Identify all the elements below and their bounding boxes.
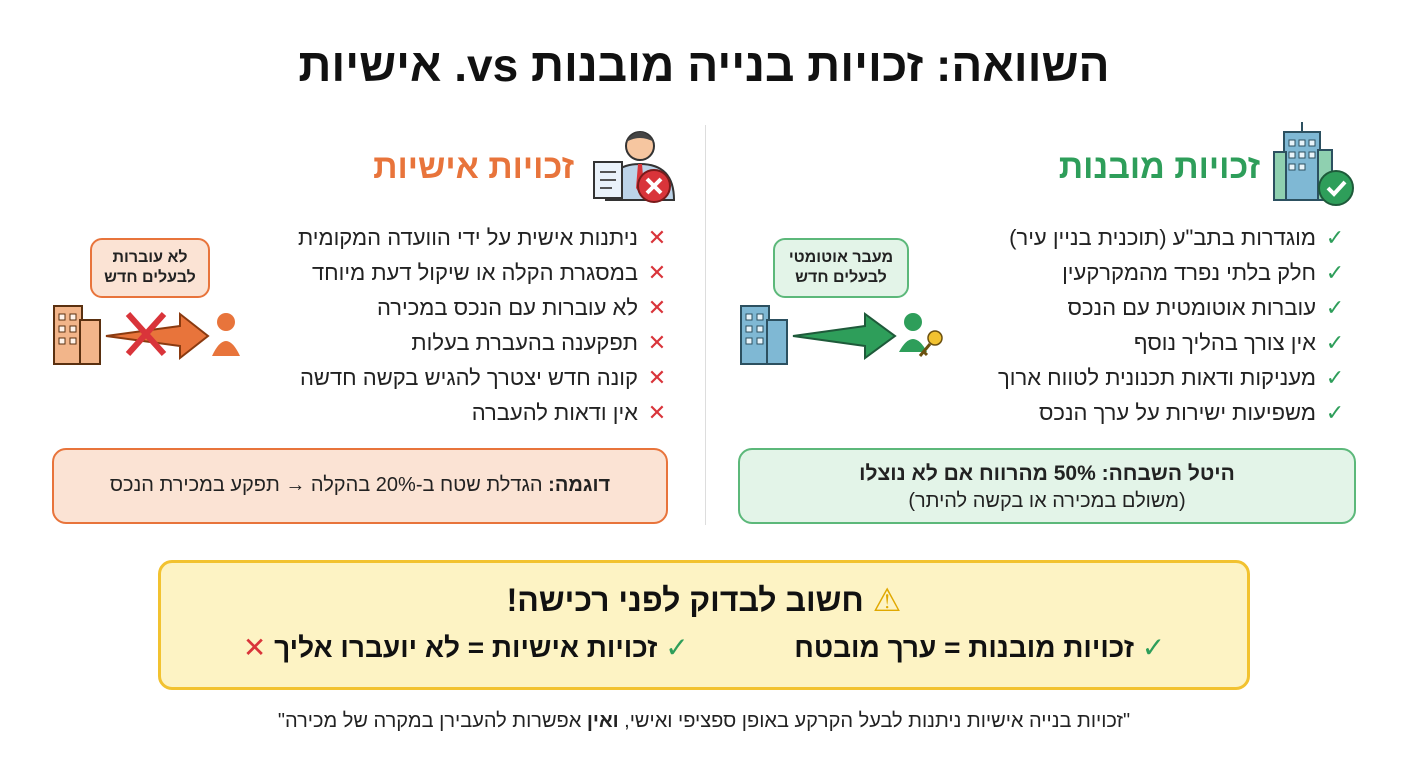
item-text: משפיעות ישירות על ערך הנכס: [1038, 400, 1316, 425]
list-item: ✓ מוגדרות בתב"ע (תוכנית בניין עיר): [998, 220, 1348, 255]
quote-text: "זכויות בנייה אישיות ניתנות לבעל הקרקע ב…: [618, 710, 1131, 732]
item-text: במסגרת הקלה או שיקול דעת מיוחד: [311, 260, 638, 285]
check-icon: ✓: [1325, 330, 1345, 355]
warning-box: ⚠ חשוב לבדוק לפני רכישה! ✓ זכויות מובנות…: [158, 560, 1250, 690]
check-icon: ✓: [665, 632, 689, 663]
item-text: מעניקות ודאות תכנונית לטווח ארוך: [998, 365, 1316, 390]
list-item: ✓ משפיעות ישירות על ערך הנכס: [998, 395, 1348, 430]
x-icon: ✕: [647, 295, 667, 320]
x-icon: ✕: [647, 225, 667, 250]
list-item: ✓ עוברות אוטומטית עם הנכס: [998, 290, 1348, 325]
built-in-heading: זכויות מובנות: [1058, 148, 1260, 186]
example-label: דוגמה:: [548, 474, 611, 496]
check-icon: ✓: [1325, 400, 1345, 425]
divider: [705, 125, 706, 525]
item-text: חלק בלתי נפרד מהמקרקעין: [1062, 260, 1316, 285]
levy-title: היטל השבחה: 50% מהרווח אם לא נוצלו: [859, 462, 1235, 485]
warning-line-1: זכויות מובנות = ערך מובטח: [794, 632, 1134, 663]
list-item: ✕ במסגרת הקלה או שיקול דעת מיוחד: [298, 255, 670, 290]
quote-text-end: אפשרות להעבירן במקרה של מכירה": [277, 710, 587, 732]
blocked-transfer-illustration-icon: [53, 305, 240, 365]
warning-title: חשוב לבדוק לפני רכישה!: [506, 582, 864, 618]
item-text: קונה חדש יצטרך להגיש בקשה חדשה: [299, 365, 638, 390]
list-item: ✕ ניתנות אישית על ידי הוועדה המקומית: [298, 220, 670, 255]
warning-line-2: זכויות אישיות = לא יועברו אליך: [274, 632, 658, 663]
list-item: ✕ אין ודאות להעברה: [298, 395, 670, 430]
x-icon: ✕: [647, 260, 667, 285]
x-icon: ✕: [647, 330, 667, 355]
item-text: ניתנות אישית על ידי הוועדה המקומית: [297, 225, 638, 250]
item-text: עוברות אוטומטית עם הנכס: [1067, 295, 1316, 320]
item-text: מוגדרות בתב"ע (תוכנית בניין עיר): [1009, 225, 1316, 250]
person-document-x-icon: [593, 131, 676, 203]
warning-icon: ⚠: [872, 582, 902, 618]
list-item: ✕ לא עוברות עם הנכס במכירה: [298, 290, 670, 325]
auto-transfer-bubble: מעבר אוטומטי לבעלים חדש: [773, 238, 909, 298]
transfer-illustration-icon: [740, 305, 943, 365]
built-in-list: ✓ מוגדרות בתב"ע (תוכנית בניין עיר) ✓ חלק ב…: [998, 220, 1348, 430]
betterment-levy-box: היטל השבחה: 50% מהרווח אם לא נוצלו (משול…: [738, 448, 1356, 524]
personal-list: ✕ ניתנות אישית על ידי הוועדה המקומית ✕ במס…: [298, 220, 670, 430]
item-text: אין צורך בהליך נוסף: [1133, 330, 1316, 355]
page-title: השוואה: זכויות בנייה מובנות vs. אישיות: [298, 39, 1110, 91]
item-text: תפקענה בהעברת בעלות: [411, 330, 638, 355]
item-text: לא עוברות עם הנכס במכירה: [376, 295, 638, 320]
building-check-icon: [1273, 122, 1354, 206]
x-icon: ✕: [647, 365, 667, 390]
warning-title-row: ⚠ חשוב לבדוק לפני רכישה!: [161, 581, 1247, 619]
list-item: ✓ מעניקות ודאות תכנונית לטווח ארוך: [998, 360, 1348, 395]
example-box: דוגמה: הגדלת שטח ב-20% בהקלה → תפקע במכי…: [52, 448, 668, 524]
check-icon: ✓: [1325, 295, 1345, 320]
x-icon: ✕: [647, 400, 667, 425]
check-icon: ✓: [1325, 260, 1345, 285]
list-item: ✕ תפקענה בהעברת בעלות: [298, 325, 670, 360]
levy-subtitle: (משולם במכירה או בקשה להיתר): [908, 490, 1186, 512]
x-icon: ✕: [242, 632, 267, 663]
warning-summary: ✓ זכויות מובנות = ערך מובטח ✓ זכויות איש…: [161, 631, 1247, 664]
no-transfer-bubble: לא עוברות לבעלים חדש: [90, 238, 210, 298]
quote-emphasis: ואין: [586, 710, 619, 732]
check-icon: ✓: [1325, 365, 1345, 390]
list-item: ✓ חלק בלתי נפרד מהמקרקעין: [998, 255, 1348, 290]
list-item: ✓ אין צורך בהליך נוסף: [998, 325, 1348, 360]
personal-heading: זכויות אישיות: [373, 148, 574, 186]
example-text: הגדלת שטח ב-20% בהקלה → תפקע במכירת הנכס: [109, 474, 543, 496]
list-item: ✕ קונה חדש יצטרך להגיש בקשה חדשה: [298, 360, 670, 395]
item-text: אין ודאות להעברה: [471, 400, 638, 425]
check-icon: ✓: [1141, 632, 1166, 663]
quote: "זכויות בנייה אישיות ניתנות לבעל הקרקע ב…: [0, 710, 1408, 733]
check-icon: ✓: [1325, 225, 1345, 250]
